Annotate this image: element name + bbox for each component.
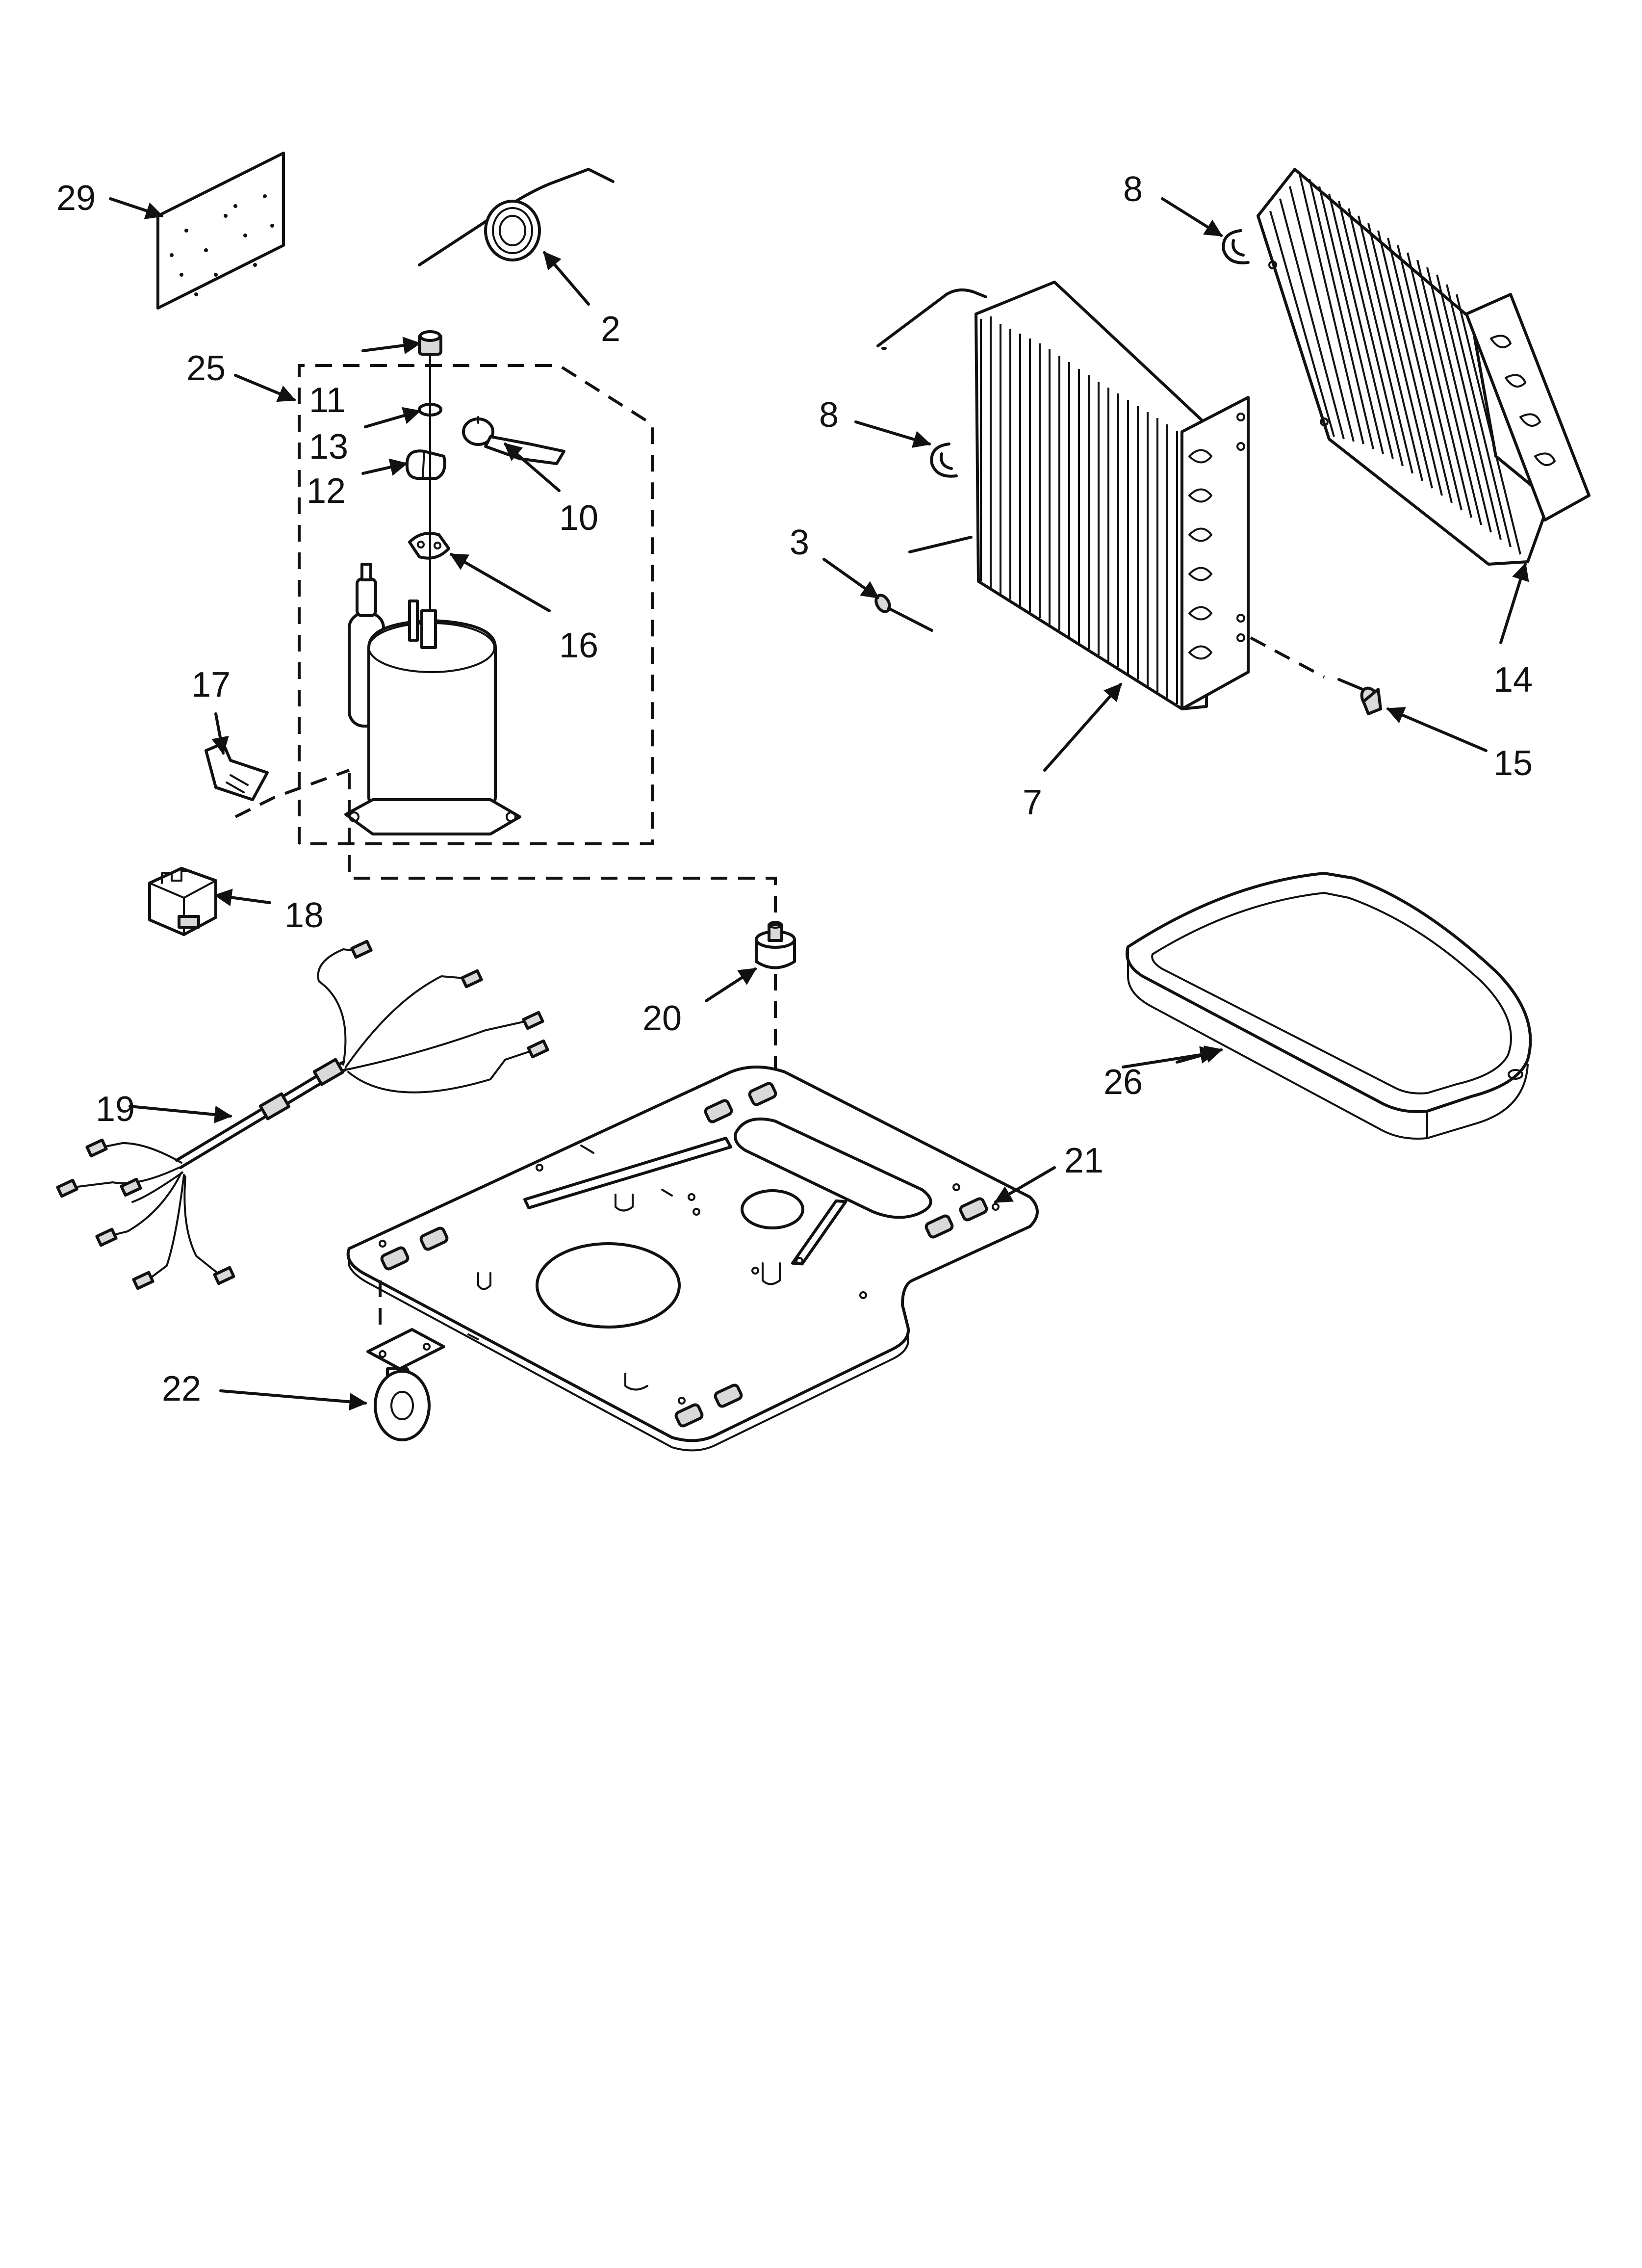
evaporator-fins — [1269, 174, 1521, 555]
callout-25: 25 — [186, 349, 226, 388]
callout-16: 16 — [559, 626, 598, 665]
part-18-relay — [148, 867, 217, 936]
callout-8-right: 8 — [1123, 170, 1143, 209]
compressor-to-base-dash — [348, 773, 777, 925]
callout-22: 22 — [162, 1369, 201, 1408]
part-8-clip-b — [1222, 229, 1250, 264]
part-10-overload — [462, 416, 565, 465]
callout-10: 10 — [559, 498, 598, 538]
part-15-screw — [1337, 678, 1382, 715]
condenser-fins — [980, 316, 1178, 704]
callout-12: 12 — [307, 471, 346, 511]
callout-3: 3 — [790, 523, 809, 562]
callout-19: 19 — [96, 1090, 135, 1129]
compressor — [344, 563, 521, 835]
part-21-base-pan — [346, 1066, 1039, 1452]
part-8-clip-a — [930, 443, 958, 478]
part-7-condenser-coil — [876, 281, 1325, 710]
part-14-evaporator-coil — [1257, 168, 1591, 566]
callout-8-left: 8 — [819, 395, 839, 435]
part-29-filter-pad — [156, 152, 285, 310]
callout-11: 11 — [309, 381, 346, 420]
callout-labels: 29 2 25 11 13 12 10 16 17 18 19 20 21 22… — [56, 170, 1533, 1408]
callout-18: 18 — [284, 896, 324, 935]
part-2-coiled-tube — [418, 168, 615, 266]
callout-26: 26 — [1103, 1063, 1143, 1102]
callout-7: 7 — [1023, 783, 1042, 822]
part-11-nut — [418, 330, 442, 356]
part-3-screw — [874, 594, 933, 632]
callout-13: 13 — [309, 427, 348, 467]
part-26-drain-pan — [1126, 872, 1532, 1140]
part-17-bracket — [205, 742, 269, 801]
part-12-grommet — [405, 449, 446, 480]
callout-17: 17 — [191, 665, 231, 704]
callout-15: 15 — [1493, 744, 1533, 783]
compressor-assembly-outline — [298, 364, 654, 845]
part-17-leader-dash — [234, 769, 350, 818]
callout-2: 2 — [601, 310, 620, 349]
callout-29: 29 — [56, 179, 96, 218]
callout-21: 21 — [1064, 1141, 1103, 1180]
part-19-wire-harness — [56, 939, 549, 1290]
part-20-grommet — [755, 921, 796, 969]
callout-20: 20 — [642, 999, 682, 1038]
callout-14: 14 — [1493, 660, 1533, 700]
part-22-caster — [366, 1280, 445, 1441]
leader-arrows — [109, 197, 1529, 1411]
